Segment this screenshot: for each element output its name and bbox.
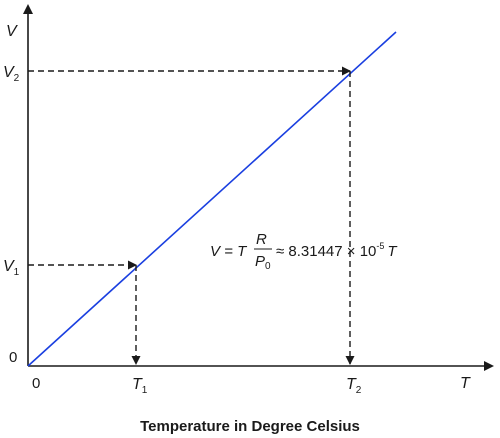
svg-text:P0: P0	[255, 253, 271, 272]
series-line	[27, 31, 397, 367]
y-tick-v1: V1	[3, 258, 20, 278]
origin-x-label: 0	[32, 375, 40, 392]
x-tick-t2: T2	[346, 376, 362, 396]
x-axis-caption: Temperature in Degree Celsius	[140, 418, 360, 435]
x-tick-t1: T1	[132, 376, 148, 396]
svg-text:≈ 8.31447 × 10-5T: ≈ 8.31447 × 10-5T	[276, 241, 398, 260]
svg-text:R: R	[256, 231, 267, 248]
y-axis-symbol: V	[6, 23, 18, 40]
origin-y-label: 0	[9, 349, 17, 366]
x-axis-symbol: T	[460, 375, 471, 392]
chart: V T 0 0 V2 V1 T1 T2 V = T R P0 ≈ 8.31447…	[3, 4, 494, 396]
y-tick-v2: V2	[3, 64, 20, 84]
svg-text:V = T: V = T	[210, 243, 248, 260]
